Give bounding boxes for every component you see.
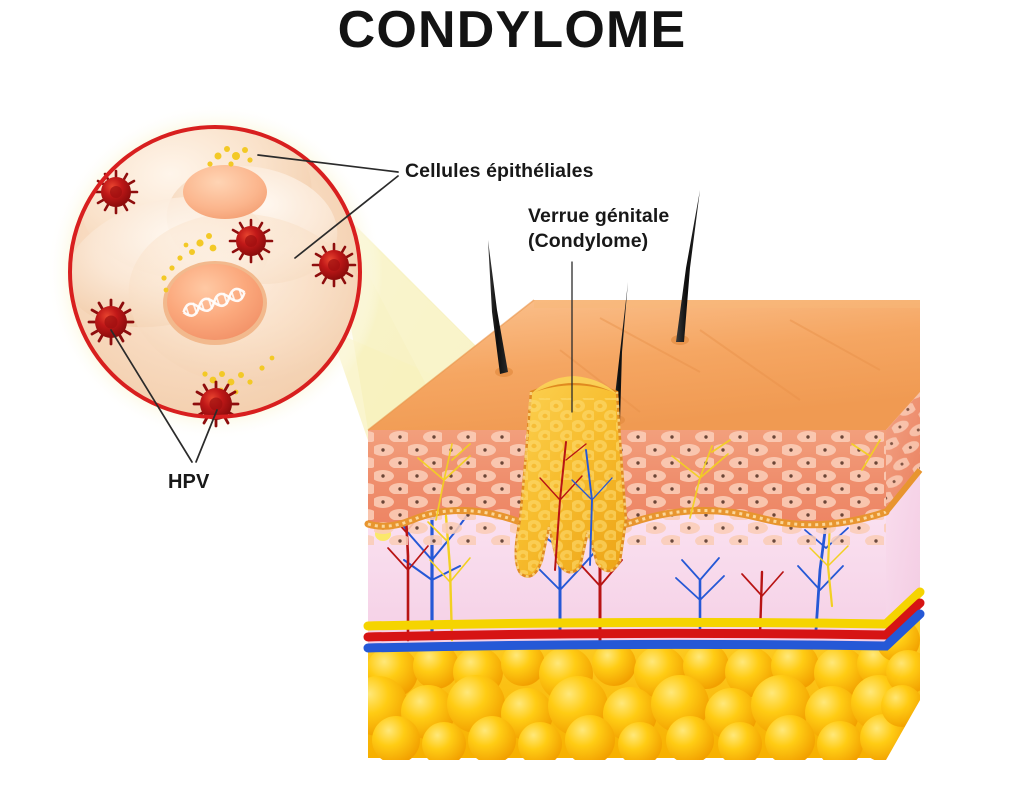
hair-strand: [676, 190, 700, 342]
hpv-virus: [93, 169, 139, 215]
leader-hpv-1: [110, 329, 193, 463]
leader-hpv-2: [195, 409, 218, 463]
dna-helix: [182, 287, 246, 317]
hair-strand: [488, 240, 508, 374]
leader-lines: [110, 154, 573, 463]
leader-epithelial-1: [257, 154, 399, 173]
hpv-virus: [228, 218, 274, 264]
skin-creases: [559, 317, 881, 413]
genital-wart: [514, 376, 628, 578]
fat-globules: [368, 641, 908, 760]
vessel-bands: [363, 587, 925, 653]
skin-surface: [367, 299, 920, 431]
label-wart-line2: (Condylome): [528, 230, 649, 252]
skin-block: [363, 190, 925, 760]
hpv-particles: [87, 169, 357, 428]
hpv-virus: [87, 298, 135, 346]
hpv-virus: [311, 242, 357, 288]
cell-nucleus-secondary: [183, 165, 267, 219]
leader-epithelial-2: [294, 175, 399, 259]
hpv-magnifier: [47, 104, 383, 440]
wart-vessels: [539, 441, 613, 571]
label-epithelial-cells: Cellules épithéliales: [405, 160, 594, 182]
label-genital-wart: Verrue génitale (Condylome): [528, 204, 669, 254]
hpv-virus: [192, 380, 240, 428]
epidermal-nerves: [417, 439, 881, 521]
label-wart-line1: Verrue génitale: [528, 205, 670, 227]
page-title: CONDYLOME: [337, 1, 687, 59]
cell-nucleus: [163, 261, 267, 345]
hair-strand: [612, 282, 628, 422]
label-hpv: HPV: [168, 471, 210, 493]
